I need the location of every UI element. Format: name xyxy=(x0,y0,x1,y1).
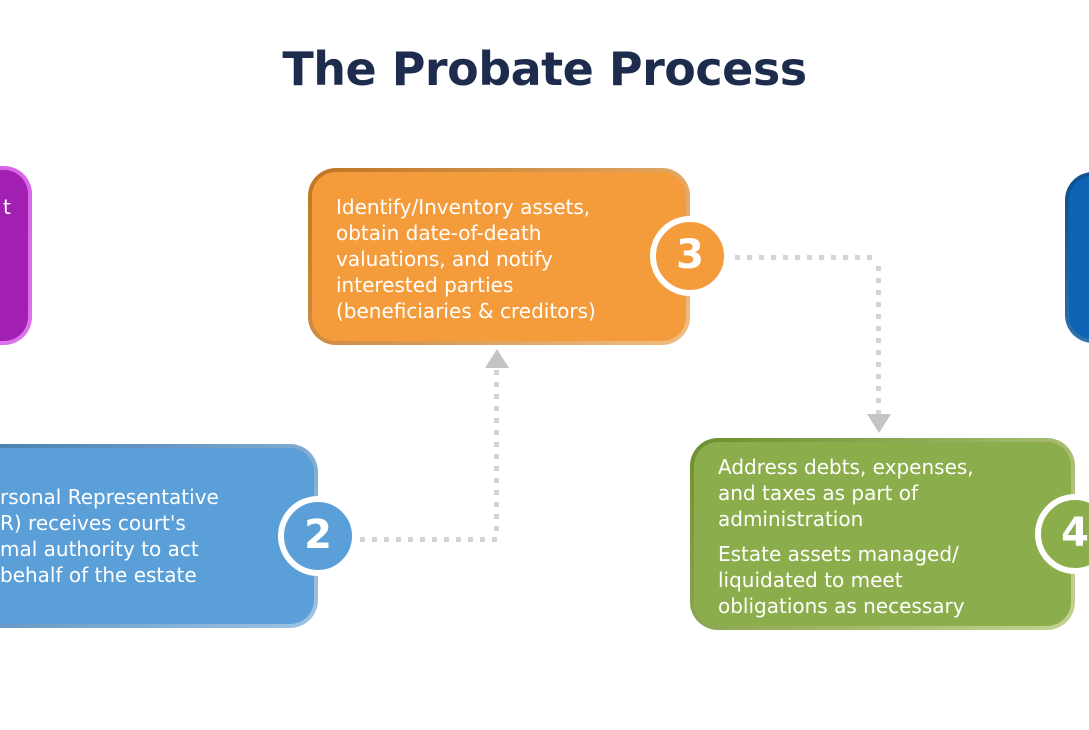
text-line: behalf of the estate xyxy=(0,563,197,587)
step2-box-face xyxy=(0,448,314,624)
text-line: and taxes as part of xyxy=(718,481,919,505)
text-line: Estate assets managed/ xyxy=(718,542,959,566)
step3-box: Identify/Inventory assets, obtain date-o… xyxy=(308,168,690,345)
step2-box: rsonal Representative R) receives court'… xyxy=(0,444,318,628)
text-line: Identify/Inventory assets, xyxy=(336,195,591,219)
step3-number: 3 xyxy=(676,232,704,278)
text-line: valuations, and notify xyxy=(336,247,553,271)
arrow-3-to-4-vertical-dots xyxy=(876,266,881,414)
text-line: rsonal Representative xyxy=(0,485,219,509)
text-line: obligations as necessary xyxy=(718,594,965,618)
text-line: Address debts, expenses, xyxy=(718,455,974,479)
step3-text: Identify/Inventory assets, obtain date-o… xyxy=(336,194,596,324)
text-line: interested parties xyxy=(336,273,514,297)
step2-text: rsonal Representative R) receives court'… xyxy=(0,484,219,588)
step5-box xyxy=(1065,172,1089,343)
arrowhead-down-icon xyxy=(867,414,891,433)
step1-box: t xyxy=(0,166,32,345)
step4-text: Address debts, expenses, and taxes as pa… xyxy=(718,454,974,619)
text-line: obtain date-of-death xyxy=(336,221,542,245)
step2-badge: 2 xyxy=(278,496,358,576)
step1-box-face xyxy=(0,170,28,341)
text-line: liquidated to meet xyxy=(718,568,903,592)
step4-box-face xyxy=(694,442,1071,626)
step1-text: t xyxy=(3,194,11,220)
text-line: mal authority to act xyxy=(0,537,199,561)
step4-box: Address debts, expenses, and taxes as pa… xyxy=(690,438,1075,630)
arrow-2-to-3-horizontal-dots xyxy=(360,537,500,542)
step4-badge: 4 xyxy=(1035,494,1089,574)
arrow-2-to-3-vertical-dots xyxy=(494,370,499,538)
step4-number: 4 xyxy=(1061,510,1089,556)
step2-number: 2 xyxy=(304,512,332,558)
text-line: administration xyxy=(718,507,864,531)
text-line: t xyxy=(3,195,11,219)
arrow-3-to-4-horizontal-dots xyxy=(735,255,879,260)
page-title: The Probate Process xyxy=(282,42,807,96)
step3-badge: 3 xyxy=(650,216,730,296)
text-line: (beneficiaries & creditors) xyxy=(336,299,596,323)
text-line: R) receives court's xyxy=(0,511,186,535)
step5-box-face xyxy=(1069,176,1089,339)
arrowhead-up-icon xyxy=(485,349,509,368)
step3-box-face xyxy=(312,172,686,341)
